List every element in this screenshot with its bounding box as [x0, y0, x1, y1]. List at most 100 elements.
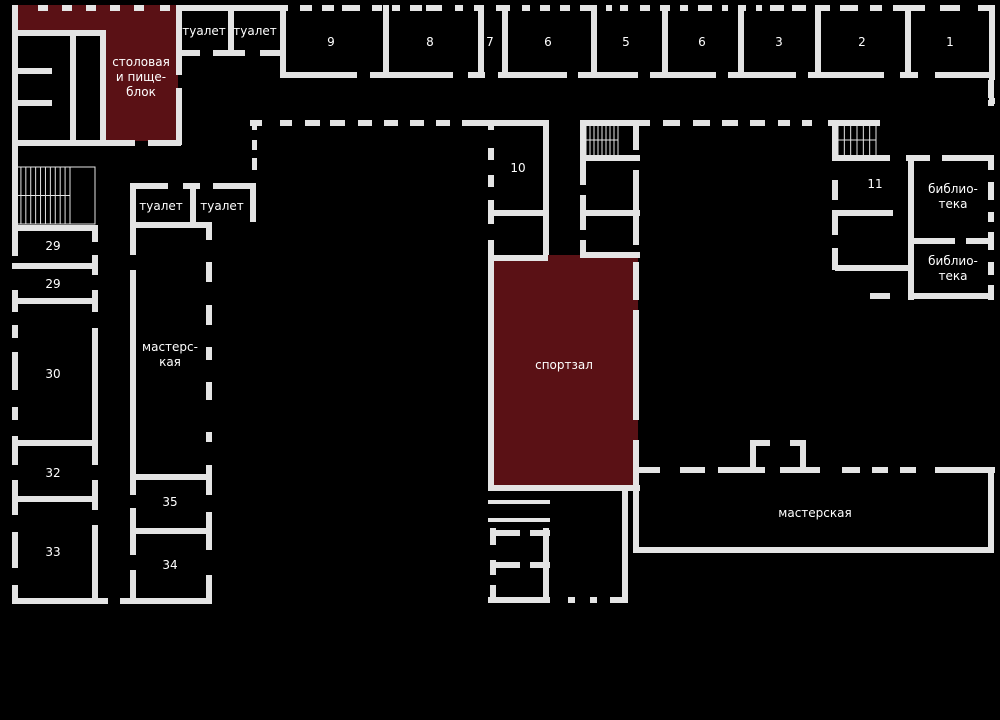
wall — [606, 5, 612, 11]
wall — [792, 5, 806, 11]
room-8[interactable]: 8 — [426, 35, 434, 49]
wall — [468, 72, 485, 78]
wall — [580, 210, 640, 216]
room-9[interactable]: 9 — [327, 35, 335, 49]
wall — [12, 225, 97, 231]
wall — [502, 5, 508, 78]
wall — [213, 50, 245, 56]
wall — [38, 5, 48, 11]
room-33[interactable]: 33 — [45, 545, 60, 559]
room-7[interactable]: 7 — [486, 35, 494, 49]
wall — [12, 436, 18, 465]
room-canteen-label-3[interactable]: блок — [126, 85, 156, 99]
room-29a[interactable]: 29 — [45, 239, 60, 253]
wall — [490, 530, 520, 536]
room-toilet-top-1[interactable]: туалет — [182, 24, 226, 38]
room-workshop-left-label-1[interactable]: мастерс- — [142, 340, 198, 354]
wall — [148, 140, 181, 146]
wall — [842, 467, 860, 473]
room-library-1-label-2[interactable]: тека — [939, 197, 968, 211]
wall — [488, 240, 494, 485]
wall — [410, 5, 422, 11]
wall — [206, 262, 212, 282]
wall — [610, 597, 628, 603]
wall — [490, 562, 520, 568]
room-11[interactable]: 11 — [867, 177, 882, 191]
wall — [70, 30, 76, 140]
wall — [580, 120, 650, 126]
wall — [633, 547, 994, 553]
wall — [680, 5, 688, 11]
canteen-area[interactable] — [16, 5, 178, 141]
room-toilet-top-2[interactable]: туалет — [233, 24, 277, 38]
wall — [978, 5, 995, 11]
room-30[interactable]: 30 — [45, 367, 60, 381]
wall — [62, 5, 72, 11]
wall — [490, 585, 496, 600]
room-toilet-mid-1[interactable]: туалет — [139, 199, 183, 213]
wall — [206, 347, 212, 360]
wall — [750, 440, 770, 446]
wall — [130, 183, 136, 228]
wall — [832, 155, 890, 161]
wall — [870, 5, 882, 11]
wall — [580, 5, 596, 11]
wall — [488, 597, 550, 603]
room-library-2-label-1[interactable]: библио- — [928, 254, 978, 268]
wall — [12, 68, 52, 74]
wall — [130, 183, 168, 189]
wall — [130, 225, 136, 255]
room-3[interactable]: 3 — [775, 35, 783, 49]
room-10[interactable]: 10 — [510, 161, 525, 175]
wall — [280, 72, 357, 78]
wall — [488, 210, 548, 216]
room-5[interactable]: 5 — [622, 35, 630, 49]
wall — [770, 5, 784, 11]
wall — [790, 440, 805, 446]
room-gym[interactable]: спортзал — [535, 358, 593, 372]
wall — [530, 562, 550, 568]
wall — [12, 100, 52, 106]
wall — [206, 305, 212, 325]
room-canteen-label-2[interactable]: и пище- — [116, 70, 166, 84]
wall — [966, 238, 994, 244]
wall — [228, 5, 234, 52]
wall — [988, 232, 994, 250]
wall — [280, 120, 292, 126]
room-toilet-mid-2[interactable]: туалет — [200, 199, 244, 213]
wall — [900, 467, 916, 473]
wall — [455, 5, 463, 11]
wall — [12, 532, 18, 568]
gym-area[interactable] — [490, 255, 638, 485]
wall — [698, 5, 712, 11]
wall — [540, 5, 550, 11]
room-29b[interactable]: 29 — [45, 277, 60, 291]
wall — [590, 597, 597, 603]
room-library-1-label-1[interactable]: библио- — [928, 182, 978, 196]
wall — [680, 467, 705, 473]
wall — [900, 72, 918, 78]
room-2[interactable]: 2 — [858, 35, 866, 49]
room-workshop-right[interactable]: мастерская — [778, 506, 851, 520]
room-6a[interactable]: 6 — [544, 35, 552, 49]
room-32[interactable]: 32 — [45, 466, 60, 480]
room-1[interactable]: 1 — [946, 35, 954, 49]
wall — [488, 175, 494, 187]
room-workshop-left-label-2[interactable]: кая — [159, 355, 181, 369]
wall — [392, 5, 400, 11]
room-6b[interactable]: 6 — [698, 35, 706, 49]
wall — [633, 440, 639, 485]
room-canteen-label-1[interactable]: столовая — [112, 55, 170, 69]
wall — [591, 5, 597, 78]
room-34[interactable]: 34 — [162, 558, 177, 572]
wall — [728, 72, 796, 78]
wall — [206, 382, 212, 400]
room-35[interactable]: 35 — [162, 495, 177, 509]
wall — [942, 155, 994, 161]
wall — [305, 120, 320, 126]
room-library-2-label-2[interactable]: тека — [939, 269, 968, 283]
wall — [622, 485, 628, 600]
wall — [935, 467, 995, 473]
wall — [490, 528, 496, 545]
wall — [15, 140, 135, 146]
